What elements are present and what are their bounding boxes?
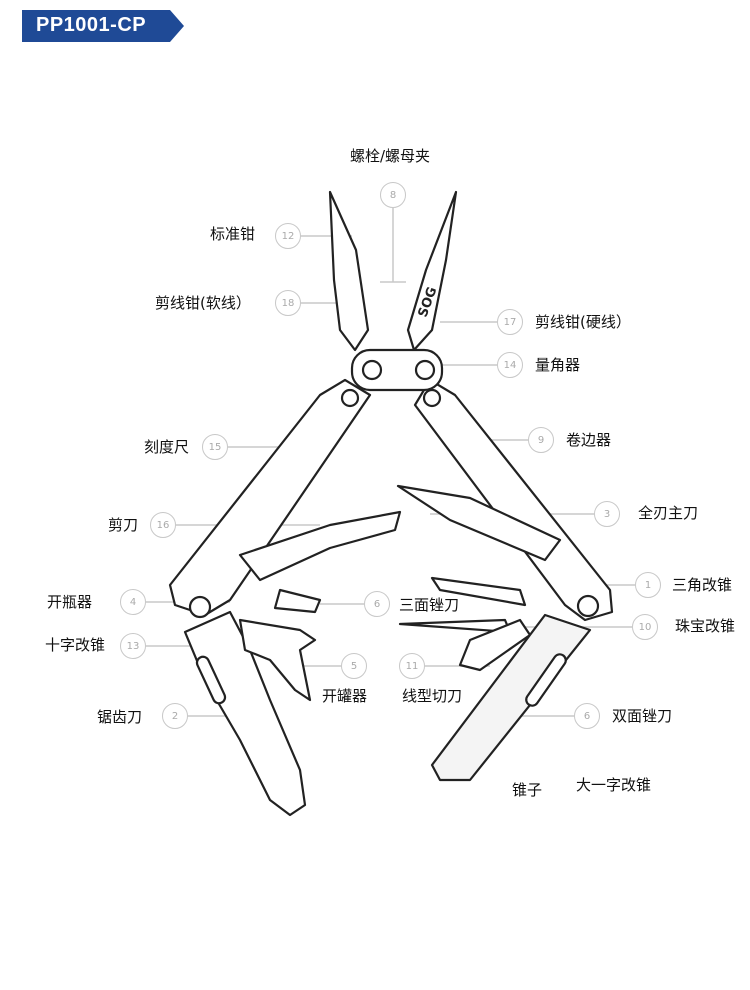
label-triangular-file: 三面锉刀 (399, 596, 460, 614)
label-bottle-opener: 开瓶器 (47, 593, 93, 611)
label-crimper: 卷边器 (566, 431, 612, 449)
tool-outline (168, 190, 614, 817)
label-awl: 锥子 (512, 781, 543, 799)
callout-number-11: 11 (399, 653, 425, 679)
callout-number-6-double-file: 6 (574, 703, 600, 729)
label-phillips-small: 三角改锥 (672, 576, 733, 594)
callout-number-8: 8 (380, 182, 406, 208)
callout-number-2: 2 (162, 703, 188, 729)
model-badge: PP1001-CP (22, 10, 184, 42)
callout-number-1: 1 (635, 572, 661, 598)
callout-number-15: 15 (202, 434, 228, 460)
callout-number-6-triangular-file: 6 (364, 591, 390, 617)
label-phillips-screwdriver: 十字改锥 (45, 636, 106, 654)
callout-number-16: 16 (150, 512, 176, 538)
label-wire-stripper: 线型切刀 (402, 687, 463, 705)
label-jewelers-screwdriver: 珠宝改锥 (675, 617, 736, 635)
callout-number-17: 17 (497, 309, 523, 335)
callout-number-18: 18 (275, 290, 301, 316)
callout-number-10: 10 (632, 614, 658, 640)
label-bolt-nut-clamp: 螺栓/螺母夹 (350, 147, 431, 165)
label-serrated-knife: 锯齿刀 (97, 708, 143, 726)
callout-number-3: 3 (594, 501, 620, 527)
label-hard-wire-cutter: 剪线钳(硬线） (535, 313, 631, 331)
label-standard-pliers: 标准钳 (210, 225, 256, 243)
callout-number-5: 5 (341, 653, 367, 679)
callout-number-12: 12 (275, 223, 301, 249)
label-ruler: 刻度尺 (144, 438, 190, 456)
label-soft-wire-cutter: 剪线钳(软线） (155, 294, 251, 312)
label-double-cut-file: 双面锉刀 (612, 707, 673, 725)
callout-number-9: 9 (528, 427, 554, 453)
label-main-blade: 全刃主刀 (638, 504, 699, 522)
model-number: PP1001-CP (36, 14, 147, 36)
label-protractor: 量角器 (535, 356, 581, 374)
callout-number-4: 4 (120, 589, 146, 615)
callout-number-14: 14 (497, 352, 523, 378)
label-large-flat-screwdriver: 大一字改锥 (576, 776, 652, 794)
callout-number-13: 13 (120, 633, 146, 659)
label-scissors: 剪刀 (108, 516, 139, 534)
label-can-opener: 开罐器 (322, 687, 368, 705)
